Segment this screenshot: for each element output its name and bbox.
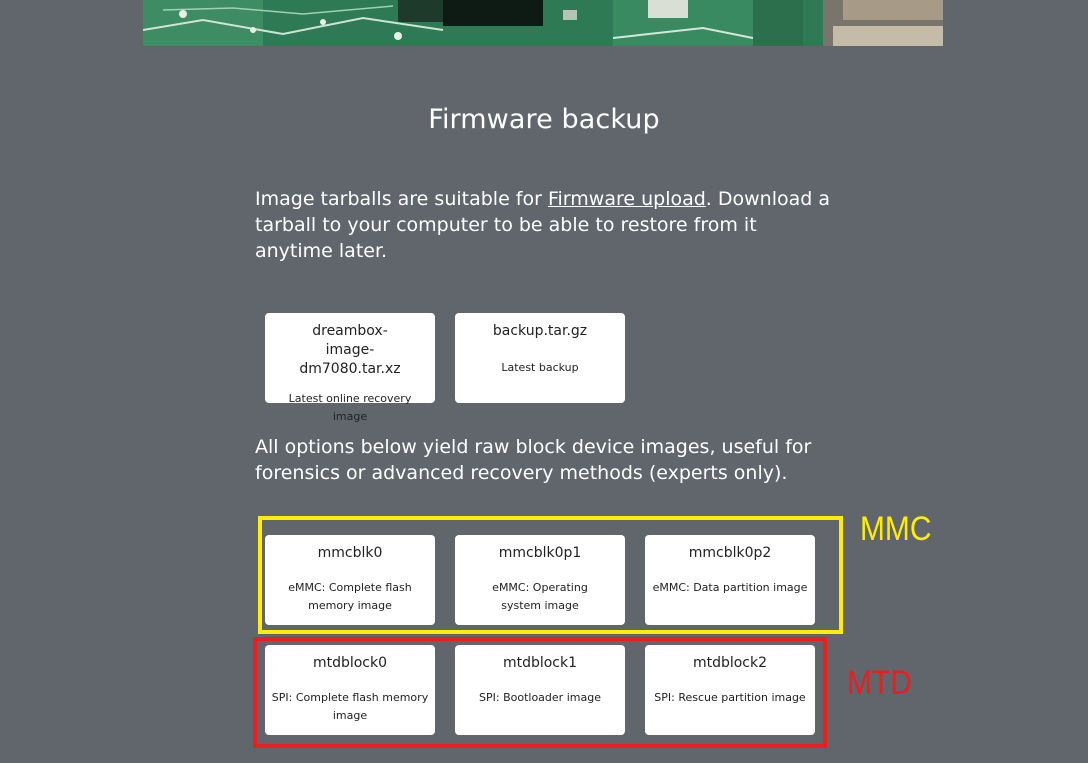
device-description: eMMC: Data partition image [652,581,808,594]
tarball-card-recovery-image[interactable]: dreambox-image-dm7080.tar.xz Latest onli… [265,313,435,423]
intro-text-rest: . Download a tarball to your computer to… [255,188,831,262]
device-name: mmcblk0p2 [688,545,772,561]
device-description: SPI: Bootloader image [479,691,601,704]
mtd-card-mtdblock2[interactable]: mtdblock2 SPI: Rescue partition image [645,645,815,735]
device-name: mtdblock2 [692,655,768,671]
raw-images-note: All options below yield raw block device… [255,436,812,484]
mmc-annotation-label: MMC [860,510,932,548]
mtd-annotation-label: MTD [847,664,912,702]
tarball-name: backup.tar.gz [492,323,588,339]
device-name: mmcblk0p1 [498,545,582,561]
device-description: eMMC: Complete flash memory image [288,581,412,612]
device-description: SPI: Complete flash memory image [271,691,429,722]
intro-paragraph: Image tarballs are suitable for Firmware… [255,186,835,264]
device-name: mmcblk0 [317,545,383,561]
mmc-card-mmcblk0[interactable]: mmcblk0 eMMC: Complete flash memory imag… [265,535,435,625]
device-name: mtdblock1 [502,655,578,671]
mmc-highlight-box [258,516,843,634]
mtd-card-mtdblock1[interactable]: mtdblock1 SPI: Bootloader image [455,645,625,735]
device-name: mtdblock0 [312,655,388,671]
device-description: SPI: Rescue partition image [654,691,806,704]
mtd-card-mtdblock0[interactable]: mtdblock0 SPI: Complete flash memory ima… [265,645,435,735]
pcb-photo [143,0,943,46]
intro-text: Image tarballs are suitable for [255,188,548,210]
mmc-card-mmcblk0p1[interactable]: mmcblk0p1 eMMC: Operating system image [455,535,625,625]
mmc-card-mmcblk0p2[interactable]: mmcblk0p2 eMMC: Data partition image [645,535,815,625]
header-banner-image [143,0,943,46]
tarball-name: dreambox-image-dm7080.tar.xz [299,323,401,377]
firmware-upload-link[interactable]: Firmware upload [547,188,706,210]
tarball-card-backup[interactable]: backup.tar.gz Latest backup [455,313,625,403]
mtd-highlight-box [253,637,827,748]
page-title: Firmware backup [428,104,660,135]
device-description: eMMC: Operating system image [492,581,588,612]
tarball-description: Latest backup [501,361,579,374]
tarball-description: Latest online recovery image [288,392,412,423]
